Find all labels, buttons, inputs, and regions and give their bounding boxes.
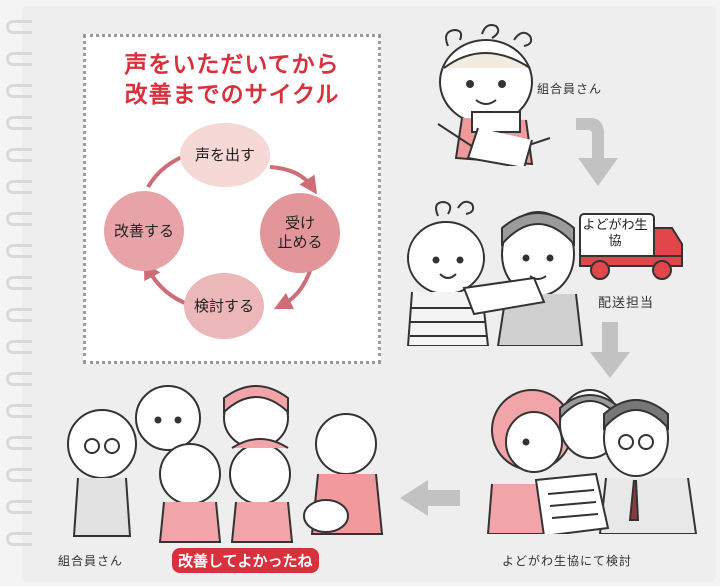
hair-curl [445,28,463,47]
suit [598,477,698,534]
ring [6,468,32,482]
face [67,409,137,479]
ring [6,372,32,386]
dress [230,501,294,543]
hair [223,385,289,415]
caption-member-top: 組合員さん [537,82,603,96]
node-review-label: 検討する [193,296,254,315]
caption-delivery-staff: 配送担当 [598,296,655,311]
eye [498,80,506,88]
glasses [618,434,634,450]
node-improve: 改善する [104,191,184,271]
face [315,413,377,475]
hair [603,399,669,431]
striped-shirt [406,291,490,346]
truck-wheel [652,260,672,280]
mouth [475,99,497,105]
document-line [551,513,599,519]
ring [6,404,32,418]
member-writing-illustration [437,24,551,166]
eye [546,254,554,262]
ring [6,436,32,450]
eye [456,256,464,264]
glasses [84,438,100,454]
cycle-panel: 声をいただいてから 改善までのサイクル 声を出す 受け 止める 検討する [83,34,381,364]
eye [174,416,182,424]
ring [6,212,32,226]
necktie [628,479,640,521]
node-improve-label: 改善する [113,221,174,240]
dress [158,501,222,543]
ring [6,148,32,162]
ring [6,20,32,34]
paper-sheet [466,127,533,166]
ring [6,532,32,546]
glasses [638,434,654,450]
ring [6,180,32,194]
eye [154,416,162,424]
delivery-truck-illustration [579,213,683,280]
hair-curl [513,31,533,47]
document-line [547,489,595,495]
face [407,221,485,295]
ring [6,276,32,290]
flow-arrow-left [400,480,460,516]
happy-members-illustration [67,385,384,543]
caption-review-at-coop: よどがわ生協にて検討 [502,554,633,568]
face [229,443,291,505]
node-receive: 受け 止める [260,193,340,273]
ring [6,116,32,130]
ring [6,308,32,322]
node-receive-label: 受け 止める [277,214,323,251]
hair-curl [435,200,452,217]
ring [6,340,32,354]
hair [501,212,575,247]
paper-handoff [462,276,546,316]
flow-arrow-down-1 [576,118,618,186]
face [505,411,563,473]
ring [6,52,32,66]
node-speak-label: 声を出す [194,145,255,164]
flow-arrow-down-2 [590,322,630,378]
mouth [529,275,547,280]
hair-band [231,438,289,449]
caption-member-bottom: 組合員さん [58,554,124,568]
coop-review-illustration [486,389,698,534]
face [159,443,221,505]
node-review: 検討する [184,273,264,339]
ring [6,500,32,514]
ring [6,244,32,258]
eye [522,254,530,262]
eye [432,256,440,264]
body [72,477,132,537]
ring [6,84,32,98]
hair-curl [481,24,500,39]
mouth [439,273,457,279]
glasses [104,438,120,454]
truck-base [579,255,683,267]
cycle-title-line2: 改善までのサイクル [124,82,340,108]
hair-curl [457,200,475,215]
eye [466,80,474,88]
caption-improved: 改善してよかったね [172,548,319,573]
face [135,385,201,451]
dog [303,499,349,533]
delivery-handoff-illustration [406,200,584,346]
cycle-title-line1: 声をいただいてから [124,52,340,78]
document-line [549,501,597,507]
eye [522,438,530,446]
truck-side-text: よどがわ生協 [582,218,648,249]
node-speak: 声を出す [180,123,270,187]
hair [443,52,531,69]
truck-wheel [590,260,610,280]
arrow-speak-to-receive [269,165,317,195]
